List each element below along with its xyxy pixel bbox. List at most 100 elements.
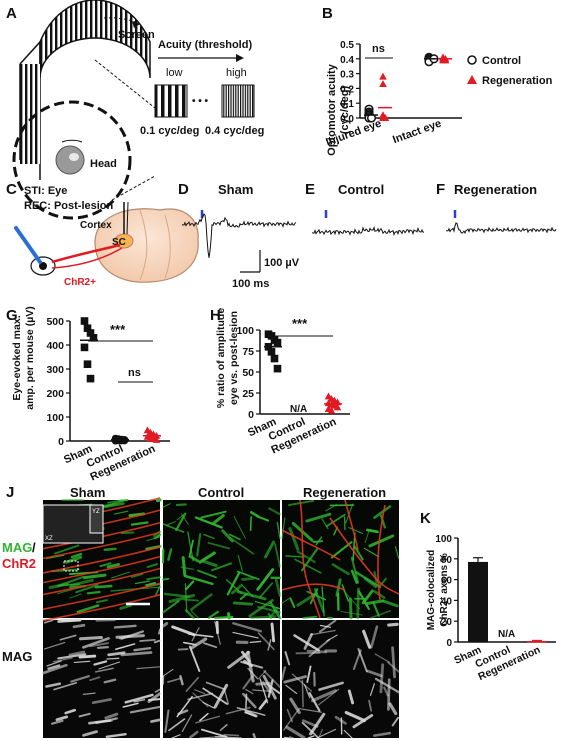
y-tick-label: 100	[435, 534, 452, 545]
mag-fiber	[83, 573, 107, 580]
inset-yz-label: YZ	[92, 509, 100, 515]
recording-electrode-2	[126, 201, 129, 235]
mag-fiber-grey	[344, 710, 366, 723]
mag-fiber	[146, 536, 161, 542]
mag-fiber	[99, 562, 112, 568]
mag-fiber-grey	[136, 666, 161, 670]
mag-fiber-grey	[124, 693, 154, 704]
mag-fiber	[166, 520, 177, 526]
y-tick-label: 300	[46, 364, 64, 376]
mag-fiber	[229, 536, 255, 555]
mag-fiber-grey	[205, 681, 225, 690]
mag-fiber-grey	[94, 667, 114, 673]
y-axis-label: MAG-colocalized	[426, 550, 437, 631]
mag-fiber	[187, 531, 194, 562]
mag-fiber	[119, 604, 132, 610]
grating-low	[154, 84, 188, 118]
mag-fiber	[75, 583, 99, 594]
mag-fiber-grey	[284, 651, 291, 666]
mag-fiber-grey	[289, 736, 294, 739]
panel-a: A Screen Head Acuity (threshold) low hig…	[6, 0, 264, 220]
mag-fiber	[207, 541, 231, 550]
mag-fiber-grey	[57, 618, 82, 623]
mag-fiber	[184, 583, 188, 613]
y-axis-chr2: ChR2	[439, 600, 450, 627]
chr2-axon	[344, 499, 359, 551]
y-tick-label: 0.1	[340, 99, 354, 110]
mag-fiber	[155, 585, 161, 596]
data-point-sham	[273, 338, 282, 347]
head-label: Head	[90, 158, 117, 170]
mag-fiber-grey	[200, 728, 228, 738]
mag-fiber-grey	[374, 653, 391, 664]
mag-fiber-grey	[223, 733, 240, 737]
bar-regeneration	[527, 640, 547, 643]
na-label: N/A	[498, 629, 515, 640]
mag-fiber-grey	[236, 707, 266, 716]
mag-fiber	[175, 512, 187, 532]
mag-fiber-grey	[241, 650, 251, 663]
bar-sham	[468, 561, 488, 642]
mag-fiber-grey	[53, 681, 78, 691]
mag-fiber	[94, 584, 113, 589]
mag-fiber-grey	[308, 692, 321, 712]
data-point-sham	[86, 329, 95, 337]
zoom-line-bottom	[111, 175, 156, 201]
mag-fiber-grey	[285, 684, 298, 695]
sig-label-1: ***	[110, 322, 126, 337]
chr2-axon	[377, 504, 386, 601]
y-tick-label: 80	[441, 555, 453, 566]
mag-fiber-grey	[70, 675, 90, 683]
mag-fiber-grey	[307, 735, 315, 739]
mag-fiber	[162, 523, 185, 533]
mag-fiber-grey	[242, 692, 257, 709]
mag-fiber-grey	[104, 712, 119, 720]
mag-fiber-grey	[244, 709, 258, 718]
mag-fiber	[221, 529, 234, 543]
mag-fiber	[86, 590, 101, 595]
mag-fiber-grey	[289, 697, 301, 715]
y-tick-label: 0.3	[340, 70, 354, 81]
mag-fiber-grey	[107, 651, 126, 657]
mag-fiber	[190, 593, 213, 611]
mag-fiber	[274, 578, 282, 597]
chr2-axon	[42, 567, 161, 596]
panel-letter: G	[6, 307, 18, 324]
mag-fiber	[276, 521, 281, 540]
panel-h: H % ratio of amplitude eye vs. post-lesi…	[210, 307, 350, 456]
mag-fiber	[394, 546, 400, 560]
y-axis-axons: axons %	[439, 553, 450, 596]
row-label-mag: MAG	[2, 649, 32, 664]
mag-fiber	[240, 583, 254, 598]
mag-fiber-grey	[51, 719, 64, 725]
mag-fiber-grey	[303, 684, 311, 699]
mag-fiber	[237, 554, 243, 572]
mag-fiber-grey	[383, 686, 389, 697]
mag-fiber-grey	[283, 736, 292, 739]
mag-fiber	[364, 530, 370, 544]
mag-fiber-grey	[171, 734, 181, 739]
mag-fiber-grey	[369, 625, 379, 649]
screen-label: Screen	[118, 29, 155, 41]
data-point-regeneration	[379, 80, 387, 87]
mag-fiber-grey	[47, 664, 61, 670]
freq-low-label: 0.1 cyc/deg	[140, 125, 199, 137]
inset-xz-label: XZ	[45, 536, 53, 542]
mag-fiber-grey	[319, 624, 332, 628]
mag-fiber	[228, 533, 241, 541]
mag-fiber-grey	[133, 698, 146, 703]
mag-fiber-grey	[387, 622, 399, 627]
mag-fiber	[285, 555, 305, 558]
y-axis-unit: amp. per mouse (µV)	[24, 306, 36, 410]
mag-fiber-grey	[105, 732, 127, 739]
mag-fiber-grey	[73, 660, 91, 663]
y-tick-label: 50	[242, 367, 254, 379]
mag-fiber-grey	[223, 687, 229, 705]
y-axis-label: Eye-evoked max.	[11, 315, 23, 400]
y-tick-label: 500	[46, 316, 64, 328]
mag-fiber	[305, 512, 332, 523]
mag-fiber-grey	[115, 634, 145, 639]
mag-fiber	[372, 601, 380, 617]
mag-fiber-grey	[93, 660, 108, 666]
